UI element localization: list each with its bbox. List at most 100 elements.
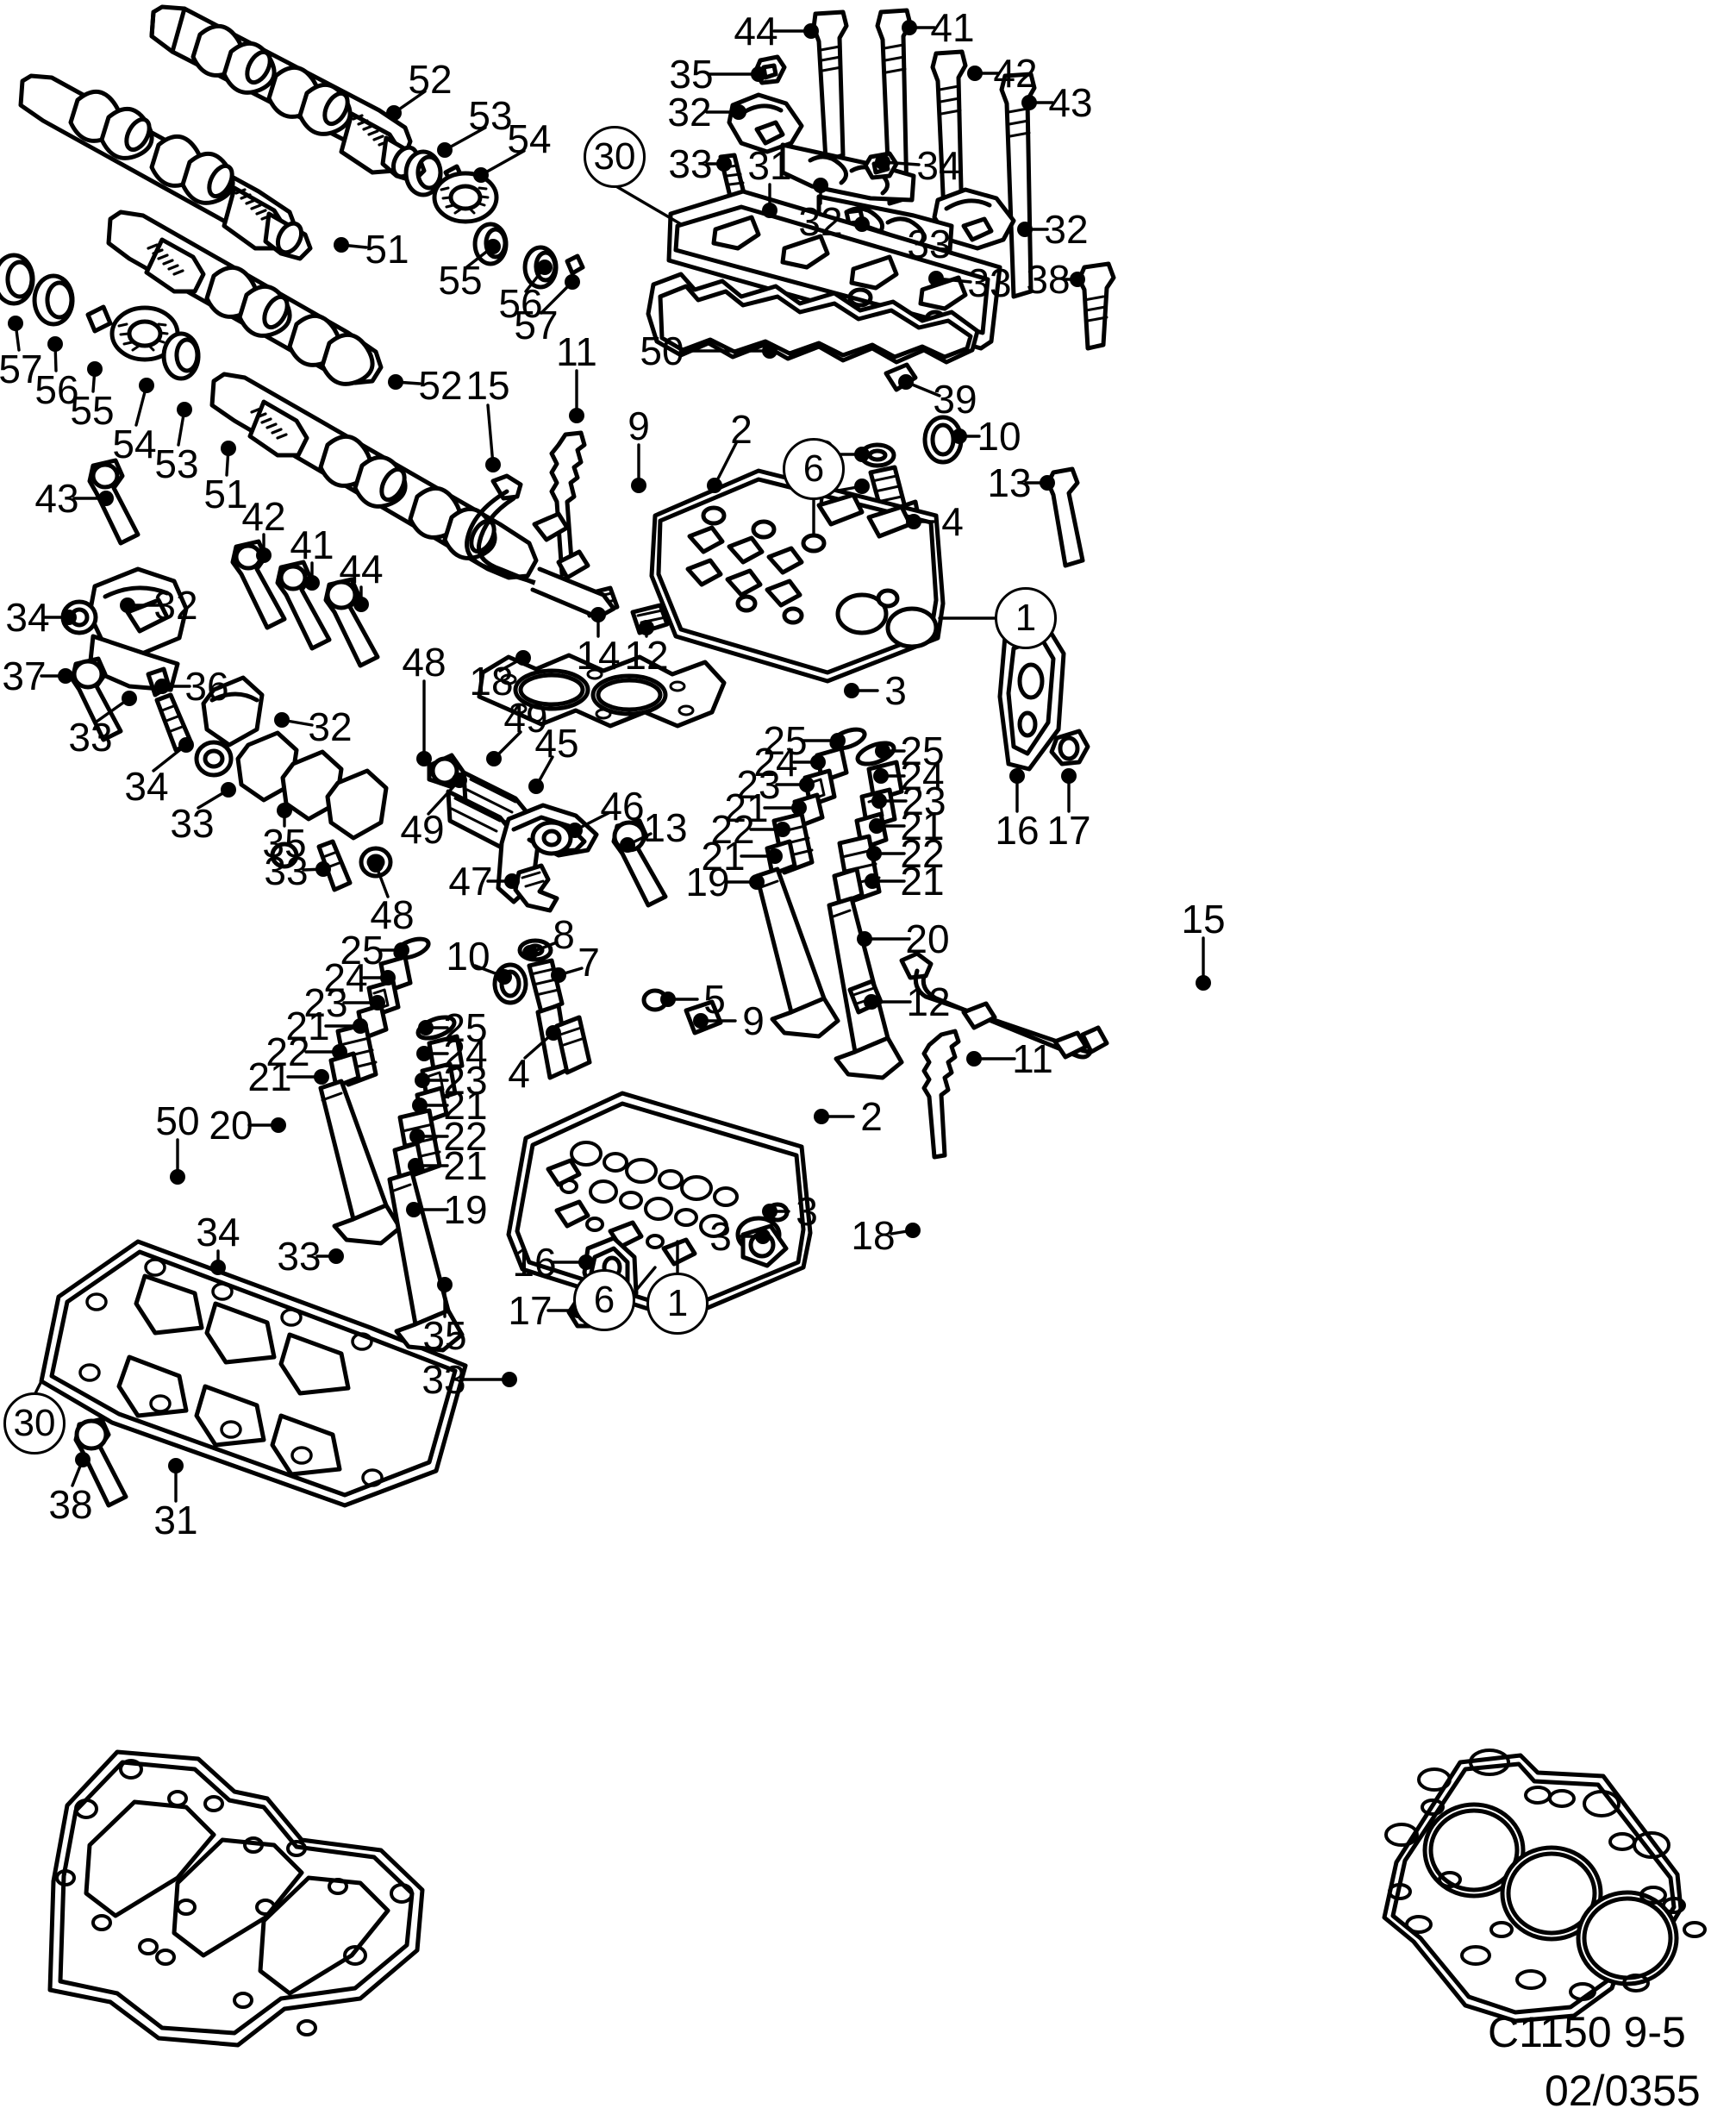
- callout-leader-dot: [418, 1020, 434, 1035]
- callout-number-56: 56: [498, 281, 543, 326]
- callout-number-25: 25: [900, 729, 945, 773]
- callout-number-33: 33: [422, 1357, 466, 1402]
- callout-leader-dot: [578, 1254, 594, 1270]
- callout-leader-dot: [256, 547, 272, 563]
- callout-leader-dot: [528, 779, 544, 794]
- callout-leader-dot: [537, 260, 553, 275]
- callout-number-25: 25: [340, 928, 384, 973]
- seal-10-lower: [492, 938, 571, 1080]
- callout-number-22: 22: [265, 1029, 310, 1074]
- callout-number-7: 7: [578, 940, 600, 985]
- seal-set-left: [0, 253, 201, 381]
- callout-number-15: 15: [1181, 897, 1226, 942]
- callout-number-44: 44: [339, 547, 384, 591]
- callout-leader-dot: [486, 751, 502, 766]
- callout-leader-dot: [799, 777, 815, 792]
- callout-leader-dot: [875, 154, 890, 170]
- callout-leader-dot: [515, 650, 531, 666]
- callout-leader-dot: [873, 768, 889, 784]
- callout-number-13: 13: [643, 805, 688, 850]
- callout-number-4: 4: [508, 1051, 530, 1096]
- callout-number-36: 36: [184, 664, 229, 709]
- callout-number-44: 44: [734, 9, 778, 53]
- footer-code: C1150 9-5: [1488, 2008, 1686, 2056]
- callout-number-35: 35: [422, 1313, 467, 1358]
- callout-leader-dot: [353, 597, 369, 612]
- callout-number-23: 23: [443, 1058, 488, 1103]
- valve-stack-left-a: [318, 936, 431, 1246]
- callout-number-16: 16: [512, 1240, 557, 1285]
- callout-number-57: 57: [514, 303, 559, 347]
- bracket-16-right: [997, 620, 1090, 772]
- callout-number-22: 22: [443, 1114, 488, 1159]
- callout-leader-dot: [154, 679, 170, 694]
- callout-leader-dot: [767, 848, 783, 864]
- callout-number-9: 9: [628, 404, 650, 448]
- callout-number-31: 31: [153, 1498, 198, 1542]
- callout-leader-dot: [854, 479, 870, 494]
- callout-leader-dot: [406, 1202, 422, 1217]
- callout-number-51: 51: [203, 472, 248, 516]
- callout-number-21: 21: [900, 804, 945, 848]
- callout-number-21: 21: [701, 834, 746, 879]
- callout-leader-dot: [502, 1372, 517, 1387]
- callout-leader-dot: [813, 178, 828, 193]
- callout-leader-dot: [814, 1109, 829, 1124]
- circled-callout-1: 1: [995, 587, 1057, 649]
- callout-number-52: 52: [408, 57, 453, 102]
- callout-number-15: 15: [465, 363, 510, 408]
- head-gasket-center: [477, 653, 727, 729]
- callout-number-21: 21: [443, 1083, 488, 1128]
- callout-leader-dot: [1061, 768, 1077, 784]
- callout-leader-dot: [412, 1098, 428, 1113]
- callout-number-48: 48: [370, 892, 415, 937]
- callout-leader-dot: [504, 873, 520, 889]
- callout-leader-dot: [620, 837, 635, 853]
- callout-leader-dot: [1017, 222, 1033, 237]
- callout-number-24: 24: [900, 754, 945, 798]
- callout-leader-dot: [58, 668, 73, 684]
- callout-number-32: 32: [308, 704, 353, 749]
- callout-number-53: 53: [468, 93, 513, 138]
- callout-number-21: 21: [247, 1054, 292, 1099]
- callout-number-24: 24: [443, 1031, 488, 1076]
- callout-leader-dot: [906, 514, 921, 529]
- callout-number-3: 3: [709, 1214, 732, 1259]
- callout-leader-dot: [221, 441, 236, 456]
- callout-leader-dot: [865, 873, 880, 889]
- callout-leader-dot: [762, 203, 777, 218]
- callout-leader-dot: [854, 447, 870, 462]
- callout-leader-dot: [1009, 768, 1025, 784]
- callout-leader-dot: [353, 1018, 368, 1034]
- head-gasket-lower: [1382, 1749, 1707, 2024]
- callout-number-34: 34: [916, 143, 961, 188]
- callout-leader-dot: [221, 782, 236, 798]
- callout-leader-dot: [546, 1025, 561, 1041]
- callout-leader-dot: [749, 874, 765, 890]
- harness-15-lower: [899, 951, 1109, 1060]
- callout-number-53: 53: [154, 441, 199, 486]
- callout-leader-dot: [380, 970, 396, 985]
- callout-number-43: 43: [34, 476, 79, 521]
- callout-leader-dot: [388, 374, 403, 390]
- valve-stack-right-b: [827, 741, 904, 1080]
- callout-leader-dot: [139, 378, 154, 393]
- cylinder-head-upper: [649, 468, 946, 684]
- callout-number-18: 18: [851, 1213, 896, 1258]
- callout-number-33: 33: [967, 260, 1012, 305]
- callout-leader-dot: [485, 239, 501, 254]
- callout-leader-dot: [707, 478, 722, 493]
- circled-callout-1: 1: [646, 1273, 709, 1335]
- callout-leader-dot: [755, 1229, 771, 1244]
- callout-number-10: 10: [446, 934, 490, 979]
- callout-leader-dot: [762, 343, 777, 359]
- callout-leader-dot: [473, 167, 489, 183]
- callout-number-50: 50: [640, 328, 684, 373]
- callout-leader-dot: [277, 803, 292, 818]
- valve-cover-gasket-right: [646, 272, 980, 392]
- callout-leader-dot: [1070, 272, 1085, 287]
- callout-number-32: 32: [667, 90, 712, 135]
- callout-leader-dot: [1196, 975, 1211, 991]
- callout-number-5: 5: [703, 977, 726, 1022]
